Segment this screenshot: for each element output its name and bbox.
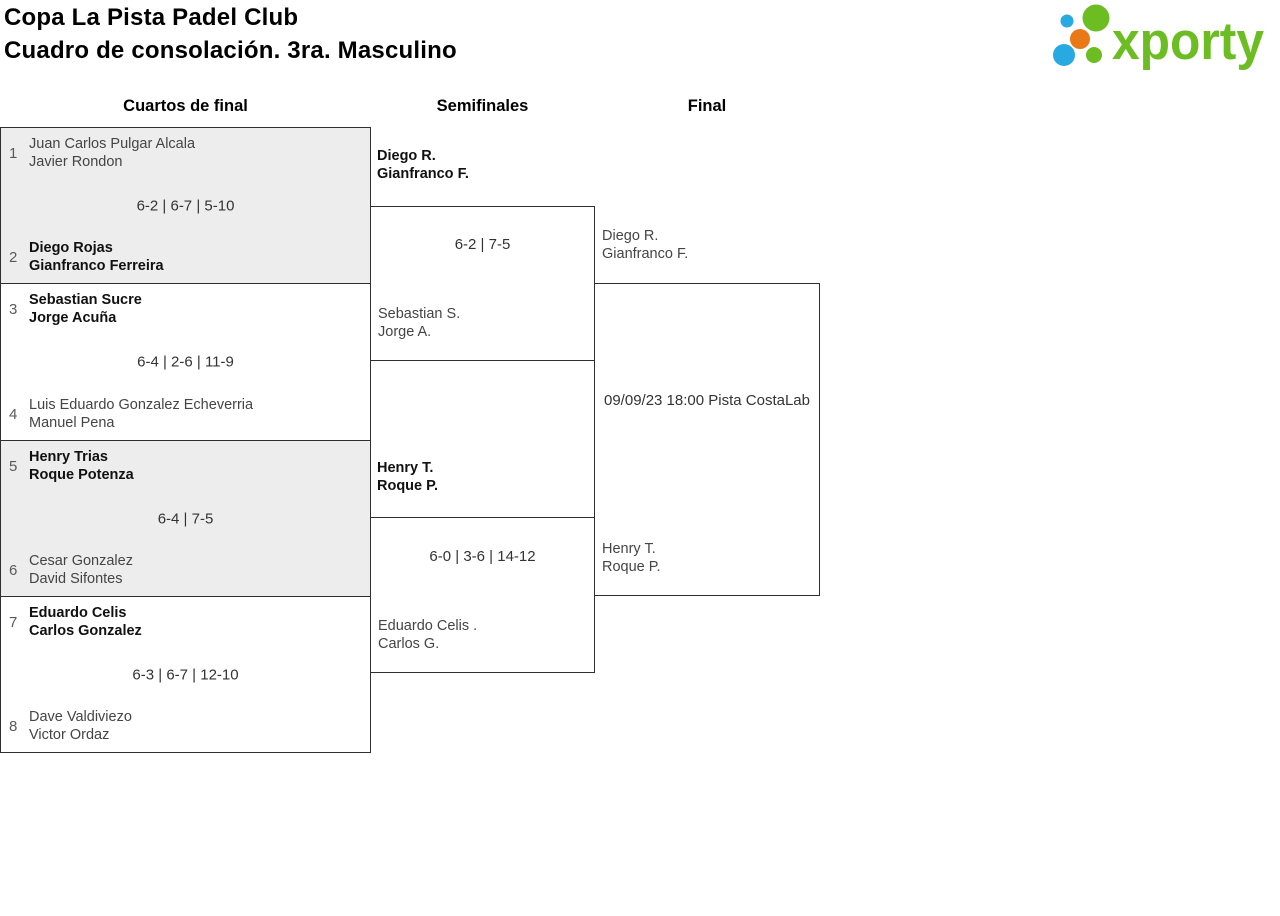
player-name: Henry T. bbox=[602, 541, 656, 557]
match-semifinal-1: 6-2 | 7-5 Sebastian S. Jorge A. bbox=[370, 206, 595, 361]
round-header-final: Final bbox=[687, 97, 727, 115]
player-name: Roque P. bbox=[602, 559, 661, 575]
semifinal-1-team-2: Sebastian S. Jorge A. bbox=[378, 305, 460, 341]
player-name: Eduardo Celis bbox=[29, 605, 127, 621]
player-name: Roque P. bbox=[377, 478, 438, 494]
seed-number: 5 bbox=[9, 457, 18, 475]
final-team-1: Diego R. Gianfranco F. bbox=[602, 227, 688, 263]
team: 5 Henry Trias Roque Potenza bbox=[9, 448, 134, 484]
match-score: 6-4 | 7-5 bbox=[157, 510, 214, 527]
semifinal-2-team-1: Henry T. Roque P. bbox=[377, 459, 438, 495]
player-name: David Sifontes bbox=[29, 571, 123, 587]
player-name: Luis Eduardo Gonzalez Echeverria bbox=[29, 397, 254, 413]
match-score: 6-2 | 6-7 | 5-10 bbox=[136, 197, 235, 214]
seed-number: 4 bbox=[9, 405, 18, 423]
player-name: Roque Potenza bbox=[29, 467, 134, 483]
match-score: 6-4 | 2-6 | 11-9 bbox=[137, 353, 234, 371]
final-match-schedule: 09/09/23 18:00 Pista CostaLab bbox=[604, 392, 810, 409]
match-quarterfinal-1: 1 Juan Carlos Pulgar Alcala Javier Rondo… bbox=[0, 127, 371, 284]
player-name: Gianfranco F. bbox=[602, 246, 689, 262]
team-names: Henry Trias Roque Potenza bbox=[29, 448, 134, 484]
seed-number: 3 bbox=[9, 300, 18, 318]
seed-number: 7 bbox=[9, 613, 18, 631]
player-name: Diego R. bbox=[377, 148, 436, 164]
team-names: Sebastian Sucre Jorge Acuña bbox=[29, 291, 142, 327]
team: 1 Juan Carlos Pulgar Alcala Javier Rondo… bbox=[9, 135, 195, 171]
player-name: Dave Valdiviezo bbox=[29, 709, 132, 725]
player-name: Diego R. bbox=[602, 228, 659, 244]
team-names: Juan Carlos Pulgar Alcala Javier Rondon bbox=[29, 135, 195, 171]
seed-number: 2 bbox=[9, 248, 18, 266]
round-header-quarterfinals: Cuartos de final bbox=[123, 97, 248, 115]
xporty-logo: xporty bbox=[1053, 4, 1264, 71]
team: 6 Cesar Gonzalez David Sifontes bbox=[9, 552, 133, 588]
logo-text: xporty bbox=[1112, 12, 1264, 71]
seed-number: 1 bbox=[9, 144, 18, 162]
logo-dot-green-small bbox=[1086, 47, 1102, 63]
player-name: Manuel Pena bbox=[29, 415, 115, 431]
player-name: Diego Rojas bbox=[29, 240, 113, 256]
team-names: Diego Rojas Gianfranco Ferreira bbox=[29, 239, 164, 275]
logo-dot-blue-small bbox=[1060, 14, 1074, 28]
match-score: 6-3 | 6-7 | 12-10 bbox=[132, 666, 239, 683]
player-name: Javier Rondon bbox=[29, 154, 123, 170]
seed-number: 6 bbox=[9, 561, 18, 579]
player-name: Cesar Gonzalez bbox=[29, 553, 133, 569]
team: 2 Diego Rojas Gianfranco Ferreira bbox=[9, 239, 164, 275]
logo-dot-green-large bbox=[1082, 4, 1110, 32]
team-names: Luis Eduardo Gonzalez Echeverria Manuel … bbox=[29, 396, 253, 432]
team-names: Cesar Gonzalez David Sifontes bbox=[29, 552, 133, 588]
player-name: Juan Carlos Pulgar Alcala bbox=[29, 136, 196, 152]
player-name: Victor Ordaz bbox=[29, 727, 110, 743]
team: 4 Luis Eduardo Gonzalez Echeverria Manue… bbox=[9, 396, 253, 432]
match-quarterfinal-2: 3 Sebastian Sucre Jorge Acuña 6-4 | 2-6 … bbox=[0, 283, 371, 441]
logo-dot-blue-large bbox=[1053, 44, 1075, 66]
team: 7 Eduardo Celis Carlos Gonzalez bbox=[9, 604, 142, 640]
tournament-name: Copa La Pista Padel Club bbox=[4, 4, 299, 31]
semifinal-2-team-2: Eduardo Celis . Carlos G. bbox=[378, 617, 477, 653]
player-name: Gianfranco F. bbox=[377, 166, 469, 182]
final-team-2: Henry T. Roque P. bbox=[602, 540, 661, 576]
player-name: Jorge A. bbox=[378, 324, 432, 340]
player-name: Henry T. bbox=[377, 460, 434, 476]
team: 3 Sebastian Sucre Jorge Acuña bbox=[9, 291, 142, 327]
player-name: Gianfranco Ferreira bbox=[29, 258, 164, 274]
seed-number: 8 bbox=[9, 717, 18, 735]
page-title: Copa La Pista Padel Club Cuadro de conso… bbox=[4, 1, 457, 67]
match-score: 6-2 | 7-5 bbox=[454, 236, 511, 253]
round-header-semifinals: Semifinales bbox=[436, 97, 529, 115]
player-name: Sebastian S. bbox=[378, 306, 461, 322]
player-name: Henry Trias bbox=[29, 449, 108, 465]
draw-name: Cuadro de consolación. 3ra. Masculino bbox=[4, 37, 457, 64]
match-quarterfinal-4: 7 Eduardo Celis Carlos Gonzalez 6-3 | 6-… bbox=[0, 596, 371, 753]
match-score: 6-0 | 3-6 | 14-12 bbox=[429, 548, 536, 565]
match-quarterfinal-3: 5 Henry Trias Roque Potenza 6-4 | 7-5 6 … bbox=[0, 440, 371, 597]
match-final: 09/09/23 18:00 Pista CostaLab Henry T. R… bbox=[594, 283, 820, 596]
player-name: Sebastian Sucre bbox=[29, 292, 142, 308]
player-name: Carlos G. bbox=[378, 636, 440, 652]
team-names: Eduardo Celis Carlos Gonzalez bbox=[29, 604, 142, 640]
player-name: Carlos Gonzalez bbox=[29, 623, 142, 639]
logo-dot-orange bbox=[1070, 29, 1090, 49]
player-name: Jorge Acuña bbox=[29, 310, 117, 326]
match-semifinal-2: 6-0 | 3-6 | 14-12 Eduardo Celis . Carlos… bbox=[370, 517, 595, 673]
player-name: Eduardo Celis . bbox=[378, 618, 478, 634]
team: 8 Dave Valdiviezo Victor Ordaz bbox=[9, 708, 132, 744]
semifinal-1-team-1: Diego R. Gianfranco F. bbox=[377, 147, 469, 183]
team-names: Dave Valdiviezo Victor Ordaz bbox=[29, 708, 132, 744]
